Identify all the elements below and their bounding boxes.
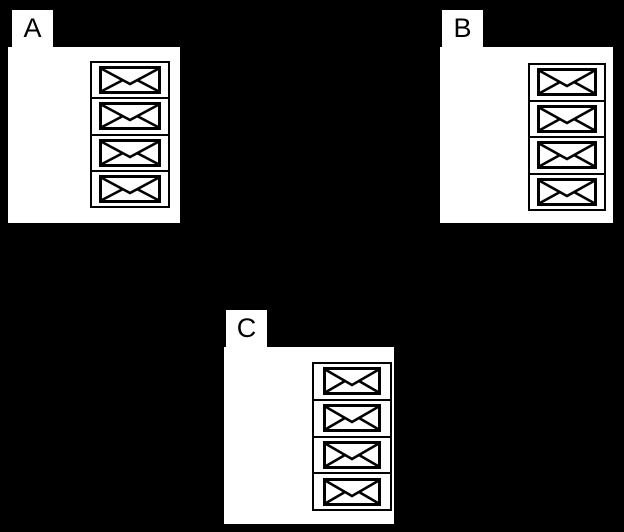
mail-item[interactable] xyxy=(92,135,168,172)
panel-label-c: C xyxy=(236,313,257,343)
mail-item[interactable] xyxy=(530,138,604,175)
envelope-icon xyxy=(537,141,597,170)
mail-item[interactable] xyxy=(530,174,604,209)
envelope-icon xyxy=(99,138,161,167)
panel-tab-a[interactable]: A xyxy=(12,10,53,47)
envelope-icon xyxy=(537,68,597,97)
mail-stack-a[interactable] xyxy=(90,61,170,208)
envelope-icon xyxy=(537,104,597,133)
envelope-icon xyxy=(99,102,161,131)
envelope-icon xyxy=(323,477,381,506)
mail-item[interactable] xyxy=(92,171,168,206)
panel-a[interactable] xyxy=(8,47,180,223)
mail-item[interactable] xyxy=(92,63,168,100)
mail-item[interactable] xyxy=(314,437,390,475)
envelope-icon xyxy=(99,174,161,203)
envelope-icon xyxy=(323,440,381,469)
panel-tab-b[interactable]: B xyxy=(442,10,483,47)
mail-item[interactable] xyxy=(314,400,390,438)
mail-item[interactable] xyxy=(314,474,390,509)
panel-label-a: A xyxy=(23,13,42,43)
mail-item[interactable] xyxy=(92,99,168,136)
panel-tab-c[interactable]: C xyxy=(226,310,267,347)
panel-c[interactable] xyxy=(224,347,394,524)
mail-stack-c[interactable] xyxy=(312,362,392,511)
panel-label-b: B xyxy=(453,13,472,43)
envelope-icon xyxy=(537,177,597,206)
envelope-icon xyxy=(323,404,381,433)
mail-item[interactable] xyxy=(530,65,604,102)
panel-b[interactable] xyxy=(440,47,613,223)
mail-stack-b[interactable] xyxy=(528,63,606,211)
mail-item[interactable] xyxy=(530,101,604,138)
envelope-icon xyxy=(323,367,381,396)
envelope-icon xyxy=(99,66,161,95)
mail-item[interactable] xyxy=(314,364,390,401)
